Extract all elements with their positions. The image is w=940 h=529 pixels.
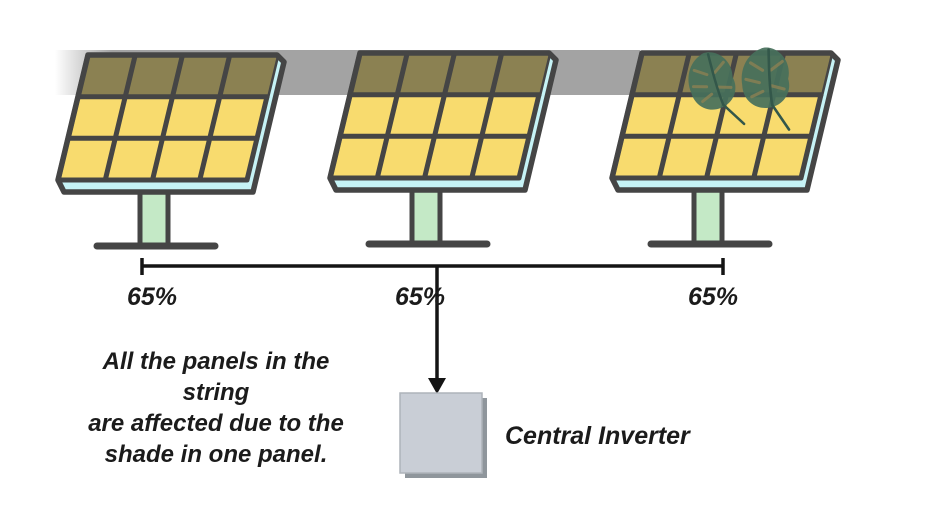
string-output-label-left: 65% (126, 283, 178, 311)
caption-line-3: shade in one panel. (104, 441, 328, 468)
string-output-label-middle: 65% (394, 283, 446, 311)
caption-line-2: are affected due to the (88, 410, 344, 437)
caption-line-1: All the panels in the string (102, 348, 330, 406)
solar-panel-2 (330, 53, 556, 245)
inverter-label: Central Inverter (505, 422, 690, 450)
caption-text: All the panels in the string are affecte… (66, 346, 366, 470)
solar-panel-1 (58, 55, 284, 247)
arrow-down-icon (428, 266, 446, 394)
string-output-label-right: 65% (687, 283, 739, 311)
inverter-box (399, 392, 487, 478)
string-bus-line (140, 258, 725, 275)
